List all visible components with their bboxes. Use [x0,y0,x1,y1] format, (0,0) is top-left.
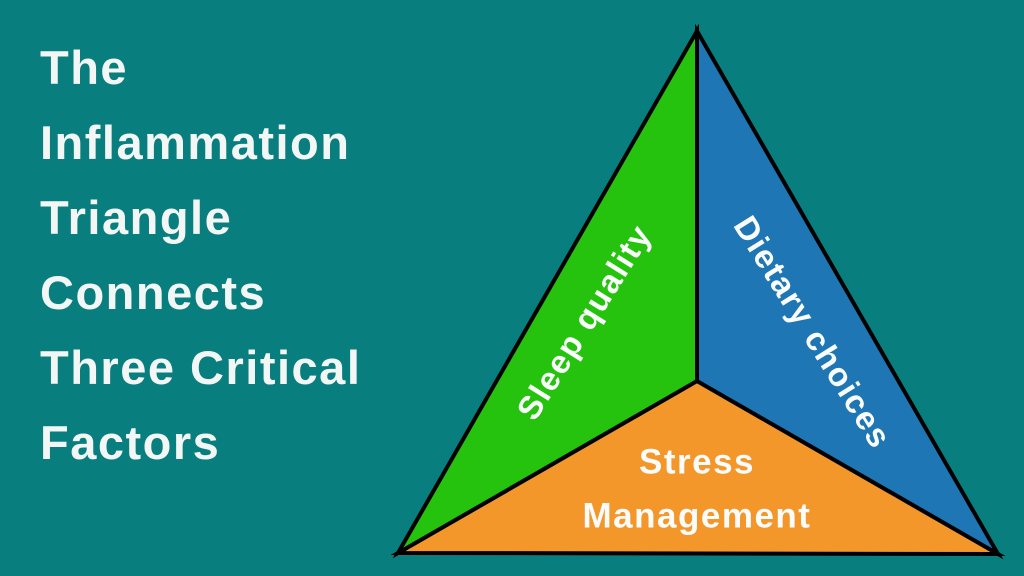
title-line-6: Factors [40,416,221,469]
stress-management-label-line1: Stress [639,443,755,482]
title-line-4: Connects [40,266,267,319]
title-line-1: The [40,41,129,94]
page-title: The Inflammation Triangle Connects Three… [40,30,440,480]
title-line-5: Three Critical [40,341,362,394]
title-line-2: Inflammation [40,116,351,169]
stress-management-label-line2: Management [583,497,812,536]
title-line-3: Triangle [40,191,233,244]
dietary-choices-section [695,23,1004,560]
